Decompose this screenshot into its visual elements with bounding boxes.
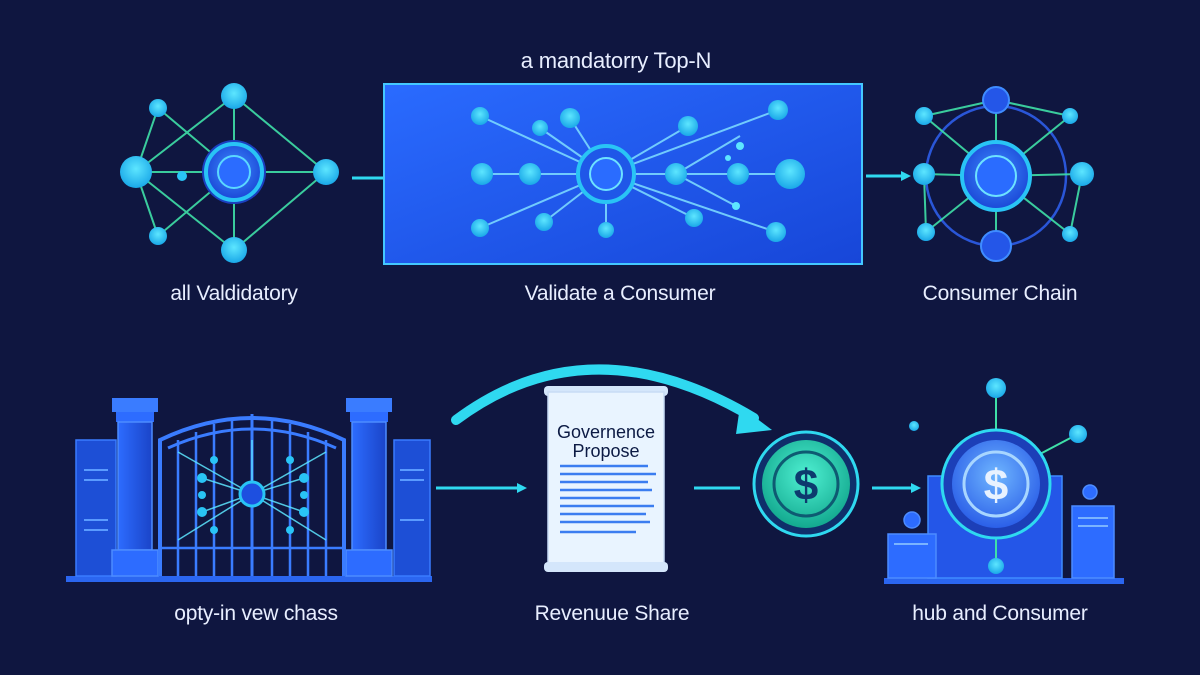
label-revenue-share: Revenuue Share — [534, 602, 690, 625]
hub-consumer-icon — [884, 378, 1124, 584]
top-caption: a mandatorry Top-N — [520, 48, 712, 73]
label-opt-in: opty-in vew chass — [174, 602, 338, 625]
validator-network-icon — [120, 83, 339, 263]
coin-symbol: $ — [794, 461, 818, 510]
hub-coin-symbol: $ — [984, 461, 1008, 510]
document-title-line1: Governence — [557, 422, 655, 442]
consumer-chain-network-icon — [913, 86, 1094, 262]
curved-arrow — [451, 364, 759, 425]
validate-consumer-panel — [383, 83, 863, 265]
revenue-coin-icon — [752, 430, 860, 538]
label-all-validators: all Valdidatory — [170, 282, 298, 305]
governance-proposal-document — [451, 364, 772, 572]
label-consumer-chain: Consumer Chain — [922, 282, 1078, 305]
label-hub-consumer: hub and Consumer — [912, 602, 1088, 625]
document-title-line2: Propose — [572, 441, 639, 461]
label-validate-consumer: Validate a Consumer — [524, 282, 716, 305]
opt-in-gate-icon — [66, 398, 432, 582]
